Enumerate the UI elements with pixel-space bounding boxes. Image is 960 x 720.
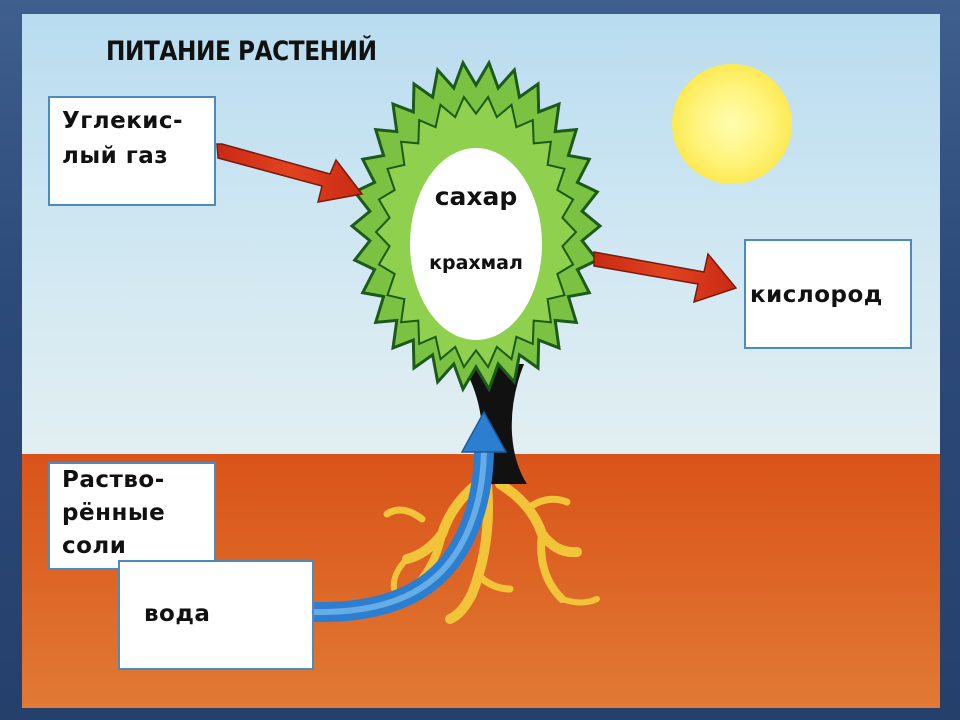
water-arrow-body: [313, 445, 494, 623]
water-box: вода: [118, 560, 314, 670]
diagram-frame: ПИТАНИЕ РАСТЕНИЙ Углекис- лый газ кислор…: [22, 14, 940, 708]
co2-label: Углекис- лый газ: [62, 108, 184, 169]
trunk: [462, 364, 527, 484]
oxygen-arrow: [593, 251, 738, 304]
water-label: вода: [144, 601, 211, 627]
co2-arrow: [216, 143, 364, 203]
oxygen-label: кислород: [750, 282, 883, 308]
plant-illustration: [216, 59, 738, 624]
co2-box: Углекис- лый газ: [48, 96, 216, 206]
oxygen-box: кислород: [744, 239, 912, 349]
starch-label: крахмал: [429, 252, 523, 274]
salts-box: Раство- рённые соли: [48, 462, 216, 570]
leaf-interior: [410, 148, 542, 340]
salts-label: Раство- рённые соли: [62, 467, 166, 559]
sun-icon: [672, 64, 792, 184]
sugar-label: сахар: [434, 182, 518, 211]
water-arrow-head: [460, 410, 508, 453]
roots: [383, 479, 600, 624]
diagram-title: ПИТАНИЕ РАСТЕНИЙ: [106, 36, 377, 67]
water-arrow-edge: [313, 445, 487, 616]
